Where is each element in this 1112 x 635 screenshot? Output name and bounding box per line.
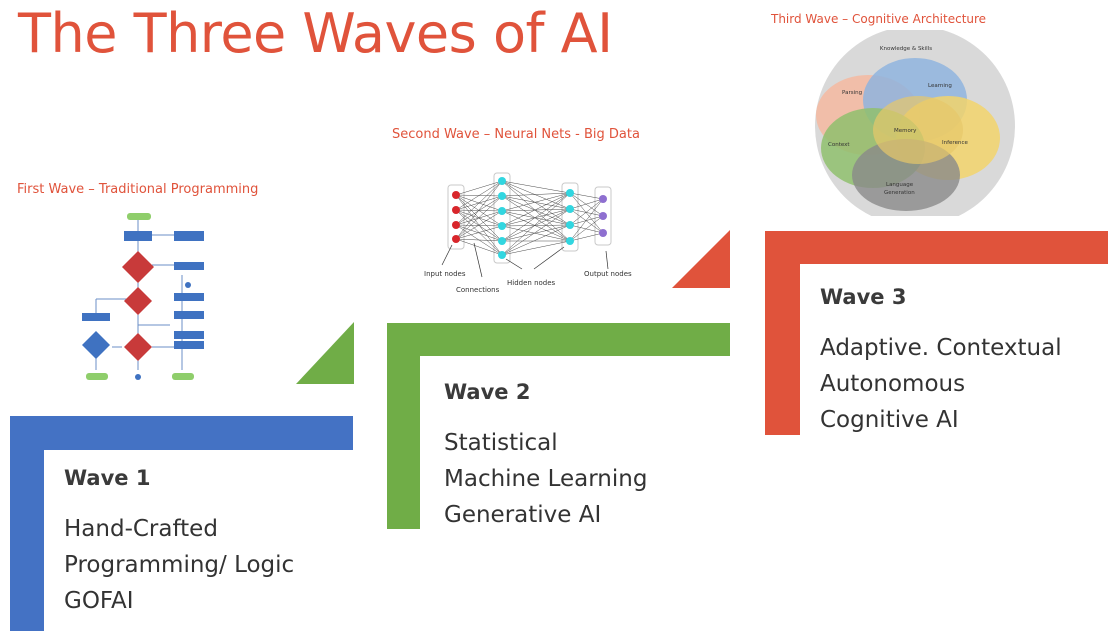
wave3-line: Adaptive. Contextual [820,335,1062,361]
wave3-line: Autonomous [820,371,966,397]
wave2-line: Statistical [444,430,558,456]
wave2-corner-triangle [672,230,730,288]
wave3-line: Cognitive AI [820,407,959,433]
wave2-bar-top [387,323,730,356]
wave1-caption: First Wave – Traditional Programming [17,182,259,197]
wave1-line: GOFAI [64,588,134,614]
slide-title: The Three Waves of AI [18,2,613,65]
wave1-corner-triangle [296,322,354,384]
venn-inference-label: Inference [942,140,968,146]
wave1-heading: Wave 1 [64,466,151,490]
wave2-caption: Second Wave – Neural Nets - Big Data [392,127,640,142]
wave1-bar-top [10,416,353,450]
venn-parsing-label: Parsing [842,90,862,96]
wave3-heading: Wave 3 [820,285,907,309]
wave2-bar-side [387,323,420,529]
venn-language-label: Language [886,182,914,188]
venn-context-label: Context [828,142,850,148]
cognitive-architecture-image: Knowledge & Skills Parsing Learning Memo… [808,30,1022,216]
wave3-caption: Third Wave – Cognitive Architecture [771,12,987,26]
wave2-heading: Wave 2 [444,380,531,404]
venn-knowledge-label: Knowledge & Skills [880,46,932,52]
neural-network-image: Input nodes Connections Hidden nodes Out… [412,165,642,300]
wave1-line: Hand-Crafted [64,516,218,542]
input-nodes-label: Input nodes [424,270,466,278]
wave1-bar-side [10,416,44,631]
wave2-description: Statistical Machine Learning Generative … [444,425,647,533]
wave2-line: Generative AI [444,502,602,528]
wave3-bar-side [765,231,800,435]
venn-memory-label: Memory [894,128,917,134]
wave1-line: Programming/ Logic [64,552,295,578]
wave2-line: Machine Learning [444,466,648,492]
wave1-description: Hand-Crafted Programming/ Logic GOFAI [64,511,294,619]
neural-network-graphic: Input nodes Connections Hidden nodes Out… [424,172,632,294]
venn-learning-label: Learning [928,83,952,89]
venn-graphic: Knowledge & Skills Parsing Learning Memo… [815,30,1015,216]
venn-generation-label: Generation [884,190,915,196]
output-nodes-label: Output nodes [584,270,632,278]
wave3-description: Adaptive. Contextual Autonomous Cognitiv… [820,330,1062,438]
connections-label: Connections [456,286,500,294]
hidden-nodes-label: Hidden nodes [507,279,556,287]
flowchart-graphic [82,213,204,380]
flowchart-image [70,205,270,390]
wave3-bar-top [765,231,1108,264]
